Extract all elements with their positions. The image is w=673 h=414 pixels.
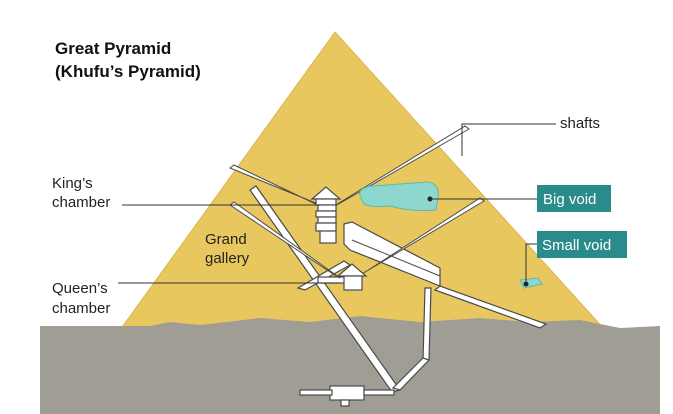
leader-lines bbox=[118, 123, 556, 284]
subterranean-chamber bbox=[299, 385, 395, 407]
queens-chamber-label-1: Queen’s bbox=[52, 280, 108, 297]
big-void-label: Big void bbox=[543, 191, 596, 208]
big-void bbox=[359, 181, 439, 211]
shafts-label: shafts bbox=[560, 115, 600, 132]
grand-gallery bbox=[343, 221, 441, 287]
kings-chamber-label-1: King’s bbox=[52, 175, 93, 192]
well-shaft bbox=[422, 287, 432, 361]
kings-chamber-label-2: chamber bbox=[52, 194, 110, 211]
queens-chamber-label-2: chamber bbox=[52, 300, 110, 317]
small-void-label-bg bbox=[537, 231, 627, 258]
air-shafts bbox=[228, 125, 485, 279]
ground bbox=[40, 316, 660, 414]
grand-gallery-label-1: Grand bbox=[205, 231, 247, 248]
small-void-label: Small void bbox=[542, 237, 611, 254]
kings-chamber bbox=[310, 186, 342, 244]
big-void-label-bg bbox=[537, 185, 611, 212]
grand-gallery-label-2: gallery bbox=[205, 250, 250, 267]
title-line-2: (Khufu’s Pyramid) bbox=[55, 62, 201, 81]
well-shaft-lower bbox=[391, 357, 431, 391]
lower-passage bbox=[433, 285, 548, 329]
title-line-1: Great Pyramid bbox=[55, 39, 171, 58]
queens-chamber bbox=[336, 263, 368, 291]
